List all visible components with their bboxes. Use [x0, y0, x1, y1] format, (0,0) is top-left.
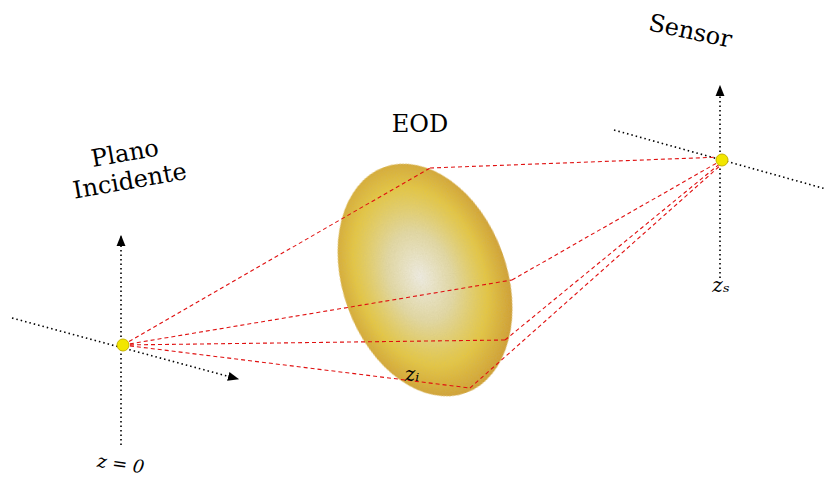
position-label: zₛ	[712, 274, 729, 297]
element-label: EOD	[392, 111, 448, 139]
axis-line	[719, 86, 721, 278]
position-label: zᵢ	[405, 363, 420, 386]
sensor-label: Sensor	[646, 10, 734, 55]
sensor-axes	[614, 86, 826, 278]
axis-line	[12, 318, 238, 379]
plane-label: Plano Incidente	[61, 130, 194, 206]
source-point	[117, 339, 129, 351]
sensor-point	[716, 154, 728, 166]
position-label: z = 0	[96, 450, 146, 477]
axis-line	[614, 130, 826, 189]
rays	[123, 157, 722, 388]
incident-axes	[12, 236, 238, 445]
lens-eod	[307, 139, 543, 421]
